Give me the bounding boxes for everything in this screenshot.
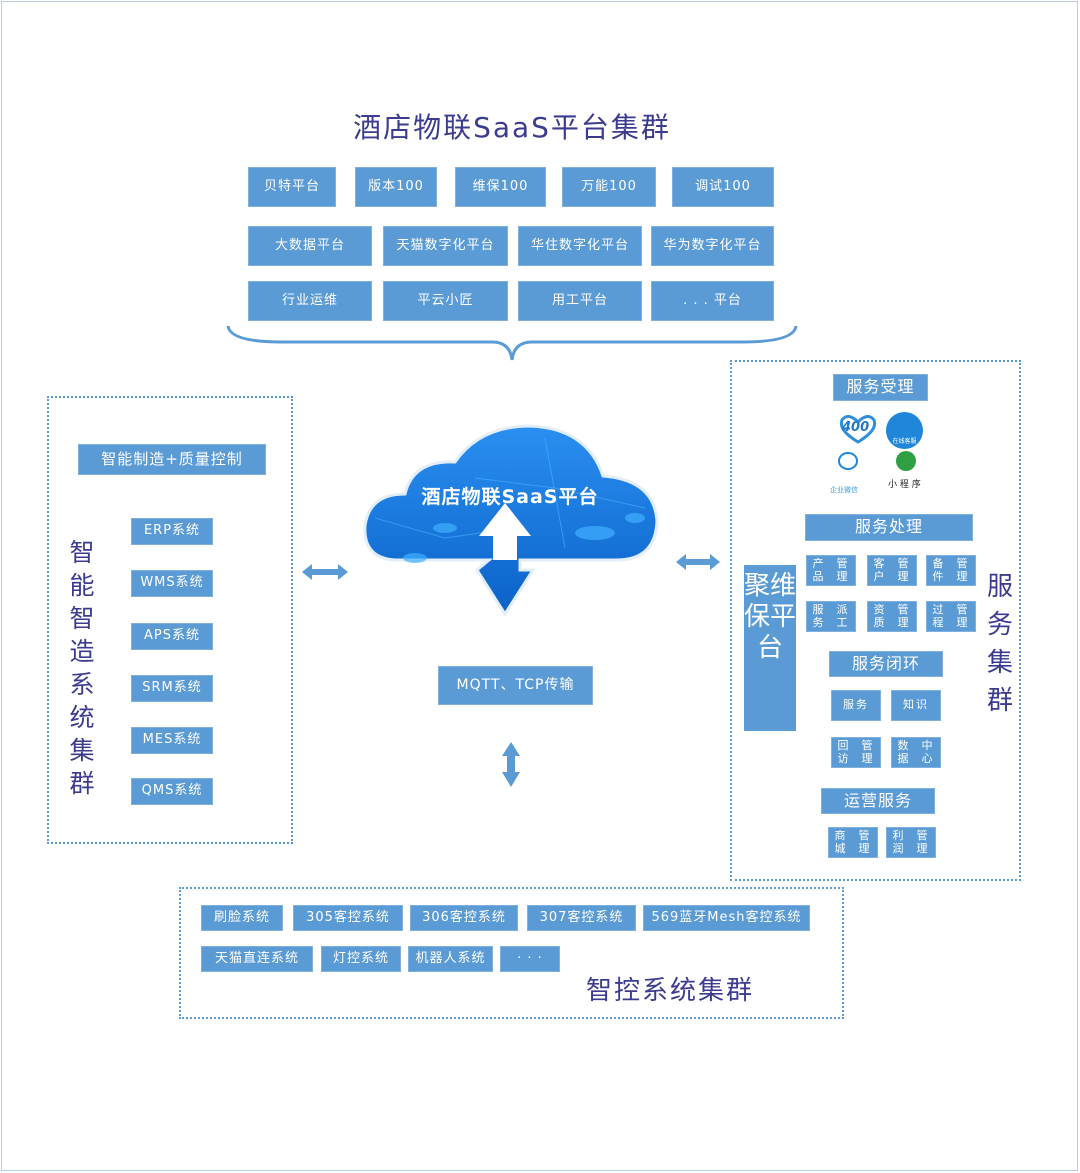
control-system-box: 306客控系统 <box>410 905 518 931</box>
item-line: 管理 <box>897 602 911 629</box>
miniapp-label: 小 程 序 <box>888 480 921 490</box>
process-item: 备件管理 <box>926 555 976 586</box>
transport-box: MQTT、TCP传输 <box>438 666 593 705</box>
service-panel <box>730 360 1021 881</box>
hotline-400-icon: 400 <box>836 412 880 446</box>
service-cluster-title: 服务集群 <box>986 572 1013 716</box>
platform-box: 华住数字化平台 <box>518 226 642 266</box>
item-line: 管理 <box>836 556 850 583</box>
item-line: 过程 <box>932 602 946 629</box>
closed-loop-item: 服务 <box>831 690 881 721</box>
service-accept-header: 服务受理 <box>833 374 928 401</box>
platform-box: 天猫数字化平台 <box>383 226 508 266</box>
smart-control-panel <box>179 887 844 1019</box>
item-line: 管理 <box>916 828 930 855</box>
item-line: 中心 <box>921 738 935 765</box>
control-system-box: 灯控系统 <box>321 946 401 972</box>
online-service-label: 在线客服 <box>892 438 917 445</box>
item-line: 产品 <box>812 556 826 583</box>
item-line: 管理 <box>858 828 872 855</box>
item-line: 商城 <box>834 828 848 855</box>
page-title: 酒店物联SaaS平台集群 <box>353 111 671 144</box>
control-system-box: 机器人系统 <box>408 946 493 972</box>
item-line: 服务 <box>843 698 869 712</box>
item-line: 管理 <box>861 738 875 765</box>
item-line: 管理 <box>956 556 970 583</box>
system-box: WMS系统 <box>131 570 213 597</box>
platform-box: 调试100 <box>672 167 774 207</box>
item-line: 知识 <box>903 698 929 712</box>
cloud-label: 酒店物联SaaS平台 <box>421 486 599 508</box>
control-system-box: 569蓝牙Mesh客控系统 <box>643 905 810 931</box>
process-item: 客户管理 <box>867 555 917 586</box>
manufacturing-cluster-title: 智能智造系统集群 <box>69 538 95 798</box>
platform-box: 行业运维 <box>248 281 372 321</box>
online-service-icon: 在线客服 <box>886 412 923 449</box>
closed-loop-item: 知识 <box>891 690 941 721</box>
service-closed-loop-header: 服务闭环 <box>829 651 943 677</box>
double-arrow-right <box>676 554 720 570</box>
item-line: 备件 <box>932 556 946 583</box>
system-box: SRM系统 <box>131 675 213 702</box>
item-line: 派工 <box>836 602 850 629</box>
item-line: 资质 <box>873 602 887 629</box>
manufacturing-panel <box>47 396 293 844</box>
system-box: QMS系统 <box>131 778 213 805</box>
platform-box: 万能100 <box>562 167 656 207</box>
item-line: 利润 <box>892 828 906 855</box>
miniapp-icon <box>896 451 916 471</box>
operations-header: 运营服务 <box>821 788 935 814</box>
platform-box: 贝特平台 <box>248 167 336 207</box>
system-box: ERP系统 <box>131 518 213 545</box>
item-line: 数据 <box>897 738 911 765</box>
hotline-label: 400 <box>842 420 870 435</box>
cloud-platform <box>363 424 659 617</box>
manufacturing-header: 智能制造+质量控制 <box>78 444 266 475</box>
platform-box: 版本100 <box>355 167 437 207</box>
process-item: 过程管理 <box>926 601 976 632</box>
system-box: APS系统 <box>131 623 213 650</box>
maintenance-platform: 聚维保平台 <box>744 565 796 731</box>
platform-box: 用工平台 <box>518 281 642 321</box>
brace <box>226 325 798 361</box>
platform-box: 大数据平台 <box>248 226 372 266</box>
double-arrow-left <box>302 564 348 580</box>
smart-control-cluster-title: 智控系统集群 <box>586 976 755 1006</box>
operations-item: 利润管理 <box>886 827 936 858</box>
wecom-label: 企业微信 <box>830 486 858 494</box>
platform-box: 维保100 <box>455 167 546 207</box>
item-line: 客户 <box>873 556 887 583</box>
closed-loop-item: 回访管理 <box>831 737 881 768</box>
process-item: 产品管理 <box>806 555 856 586</box>
platform-box: . . . 平台 <box>651 281 774 321</box>
platform-box: 华为数字化平台 <box>651 226 774 266</box>
control-system-box: · · · <box>500 946 560 972</box>
system-box: MES系统 <box>131 727 213 754</box>
item-line: 服务 <box>812 602 826 629</box>
process-item: 资质管理 <box>867 601 917 632</box>
control-system-box: 307客控系统 <box>527 905 636 931</box>
item-line: 管理 <box>956 602 970 629</box>
control-system-box: 天猫直连系统 <box>201 946 313 972</box>
control-system-box: 刷脸系统 <box>201 905 283 931</box>
wecom-icon <box>838 452 858 470</box>
operations-item: 商城管理 <box>828 827 878 858</box>
platform-box: 平云小匠 <box>383 281 508 321</box>
control-system-box: 305客控系统 <box>293 905 403 931</box>
closed-loop-item: 数据中心 <box>891 737 941 768</box>
service-process-header: 服务处理 <box>805 514 973 541</box>
double-arrow-vertical <box>502 742 520 787</box>
process-item: 服务派工 <box>806 601 856 632</box>
item-line: 管理 <box>897 556 911 583</box>
item-line: 回访 <box>837 738 851 765</box>
